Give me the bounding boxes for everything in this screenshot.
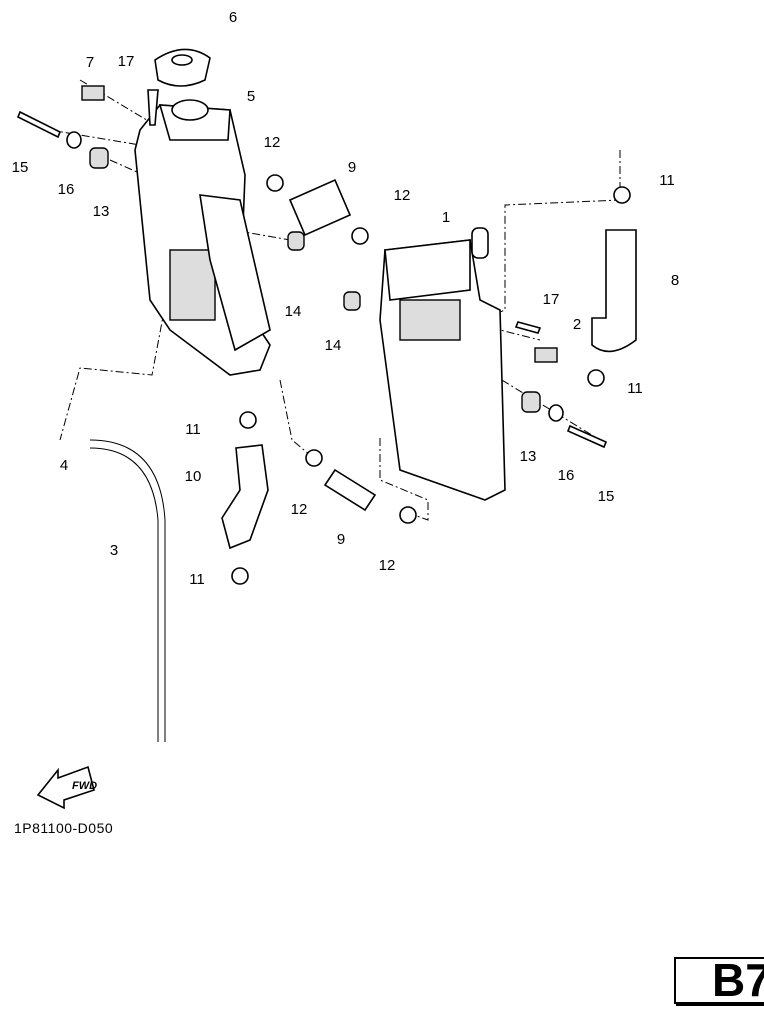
callout-22: 10	[185, 468, 202, 485]
radiator-right	[379, 227, 506, 501]
callout-0: 6	[229, 9, 237, 26]
callout-2: 17	[118, 53, 135, 70]
callout-9: 12	[394, 187, 411, 204]
hose-8	[591, 229, 637, 353]
callout-5: 16	[58, 181, 75, 198]
callout-14: 2	[573, 316, 581, 333]
callout-3: 5	[247, 88, 255, 105]
callout-27: 3	[110, 542, 118, 559]
callout-26: 12	[379, 557, 396, 574]
fwd-arrow-icon: FWD	[36, 765, 97, 810]
hose-9-upper	[288, 178, 352, 237]
callout-15: 14	[285, 303, 302, 320]
callout-6: 13	[93, 203, 110, 220]
callout-23: 4	[60, 457, 68, 474]
callout-28: 11	[189, 571, 205, 588]
hose-9-lower	[323, 468, 377, 512]
callout-24: 12	[291, 501, 308, 518]
hose-10	[221, 444, 269, 550]
callout-16: 14	[325, 337, 342, 354]
drawing-code: 1P81100-D050	[14, 820, 114, 836]
callout-25: 9	[337, 531, 345, 548]
callout-8: 9	[348, 159, 356, 176]
small-parts	[16, 85, 631, 585]
radiator-core	[169, 249, 216, 321]
callout-1: 7	[86, 54, 94, 71]
page-label: B7	[712, 954, 764, 1006]
hoses	[221, 178, 637, 550]
callout-17: 11	[627, 380, 643, 397]
filler-neck	[171, 99, 209, 121]
callout-13: 17	[543, 291, 560, 308]
callout-21: 11	[185, 421, 201, 438]
callout-20: 15	[598, 488, 615, 505]
radiator-cap	[154, 48, 211, 87]
callout-4: 15	[12, 159, 29, 176]
callout-19: 16	[558, 467, 575, 484]
page-label-box: B7	[674, 954, 764, 1006]
callout-12: 8	[671, 272, 679, 289]
callout-10: 1	[442, 209, 450, 226]
callout-11: 11	[659, 172, 675, 189]
callout-18: 13	[520, 448, 537, 465]
callout-7: 12	[264, 134, 281, 151]
radiator-left	[134, 99, 271, 376]
fwd-label: FWD	[72, 780, 97, 792]
radiator-core	[399, 299, 461, 341]
